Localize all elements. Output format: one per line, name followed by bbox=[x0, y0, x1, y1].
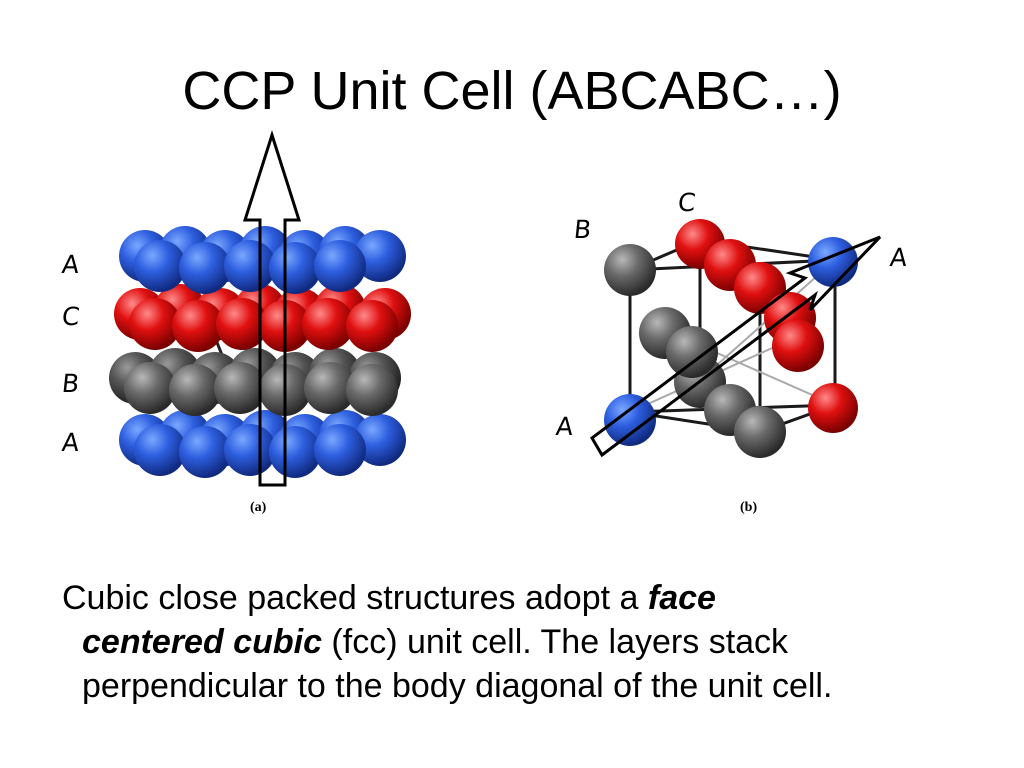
panel-label-b: (b) bbox=[740, 500, 758, 515]
layer-label-a-top: A bbox=[60, 250, 81, 279]
figure-area: A C B A C B A A (a) (b) bbox=[60, 130, 909, 515]
ccp-illustration bbox=[109, 130, 882, 487]
atom-gray bbox=[604, 244, 656, 296]
atom-blue-corner-bottom bbox=[604, 394, 656, 446]
caption-face-term: face bbox=[647, 579, 716, 617]
caption-centered-cubic-term: centered cubic bbox=[82, 623, 322, 661]
cell-label-b: B bbox=[572, 215, 593, 244]
layer-label-a-bottom: A bbox=[60, 428, 81, 457]
stacking-arrow bbox=[242, 130, 302, 487]
layer-a-top bbox=[119, 226, 406, 294]
caption-text: Cubic close packed structures adopt a fa… bbox=[62, 576, 982, 708]
layer-stack bbox=[109, 130, 411, 487]
caption-line-2-text: (fcc) unit cell. The layers stack bbox=[321, 623, 789, 661]
layer-label-b: B bbox=[60, 369, 81, 398]
cell-label-a-top: A bbox=[888, 243, 909, 272]
caption-line-1: Cubic close packed structures adopt a fa… bbox=[62, 576, 982, 620]
layer-a-bottom bbox=[119, 410, 406, 478]
cell-label-a-bottom: A bbox=[554, 412, 575, 441]
atom-gray bbox=[666, 326, 718, 378]
layer-c bbox=[114, 284, 411, 352]
panel-label-a: (a) bbox=[250, 500, 267, 515]
cell-label-c: C bbox=[676, 188, 697, 217]
atom-gray bbox=[734, 406, 786, 458]
caption-line-1-text: Cubic close packed structures adopt a bbox=[62, 579, 648, 617]
body-diagonal-arrow bbox=[590, 235, 882, 458]
fcc-unit-cell bbox=[590, 219, 882, 458]
atom-red bbox=[772, 320, 824, 372]
layer-label-c: C bbox=[60, 302, 81, 331]
layer-b bbox=[109, 348, 401, 416]
slide-title: CCP Unit Cell (ABCABC…) bbox=[182, 61, 842, 121]
atom-red bbox=[808, 383, 858, 433]
caption-line-3: perpendicular to the body diagonal of th… bbox=[82, 667, 833, 705]
caption-line-2: centered cubic (fcc) unit cell. The laye… bbox=[62, 620, 982, 664]
